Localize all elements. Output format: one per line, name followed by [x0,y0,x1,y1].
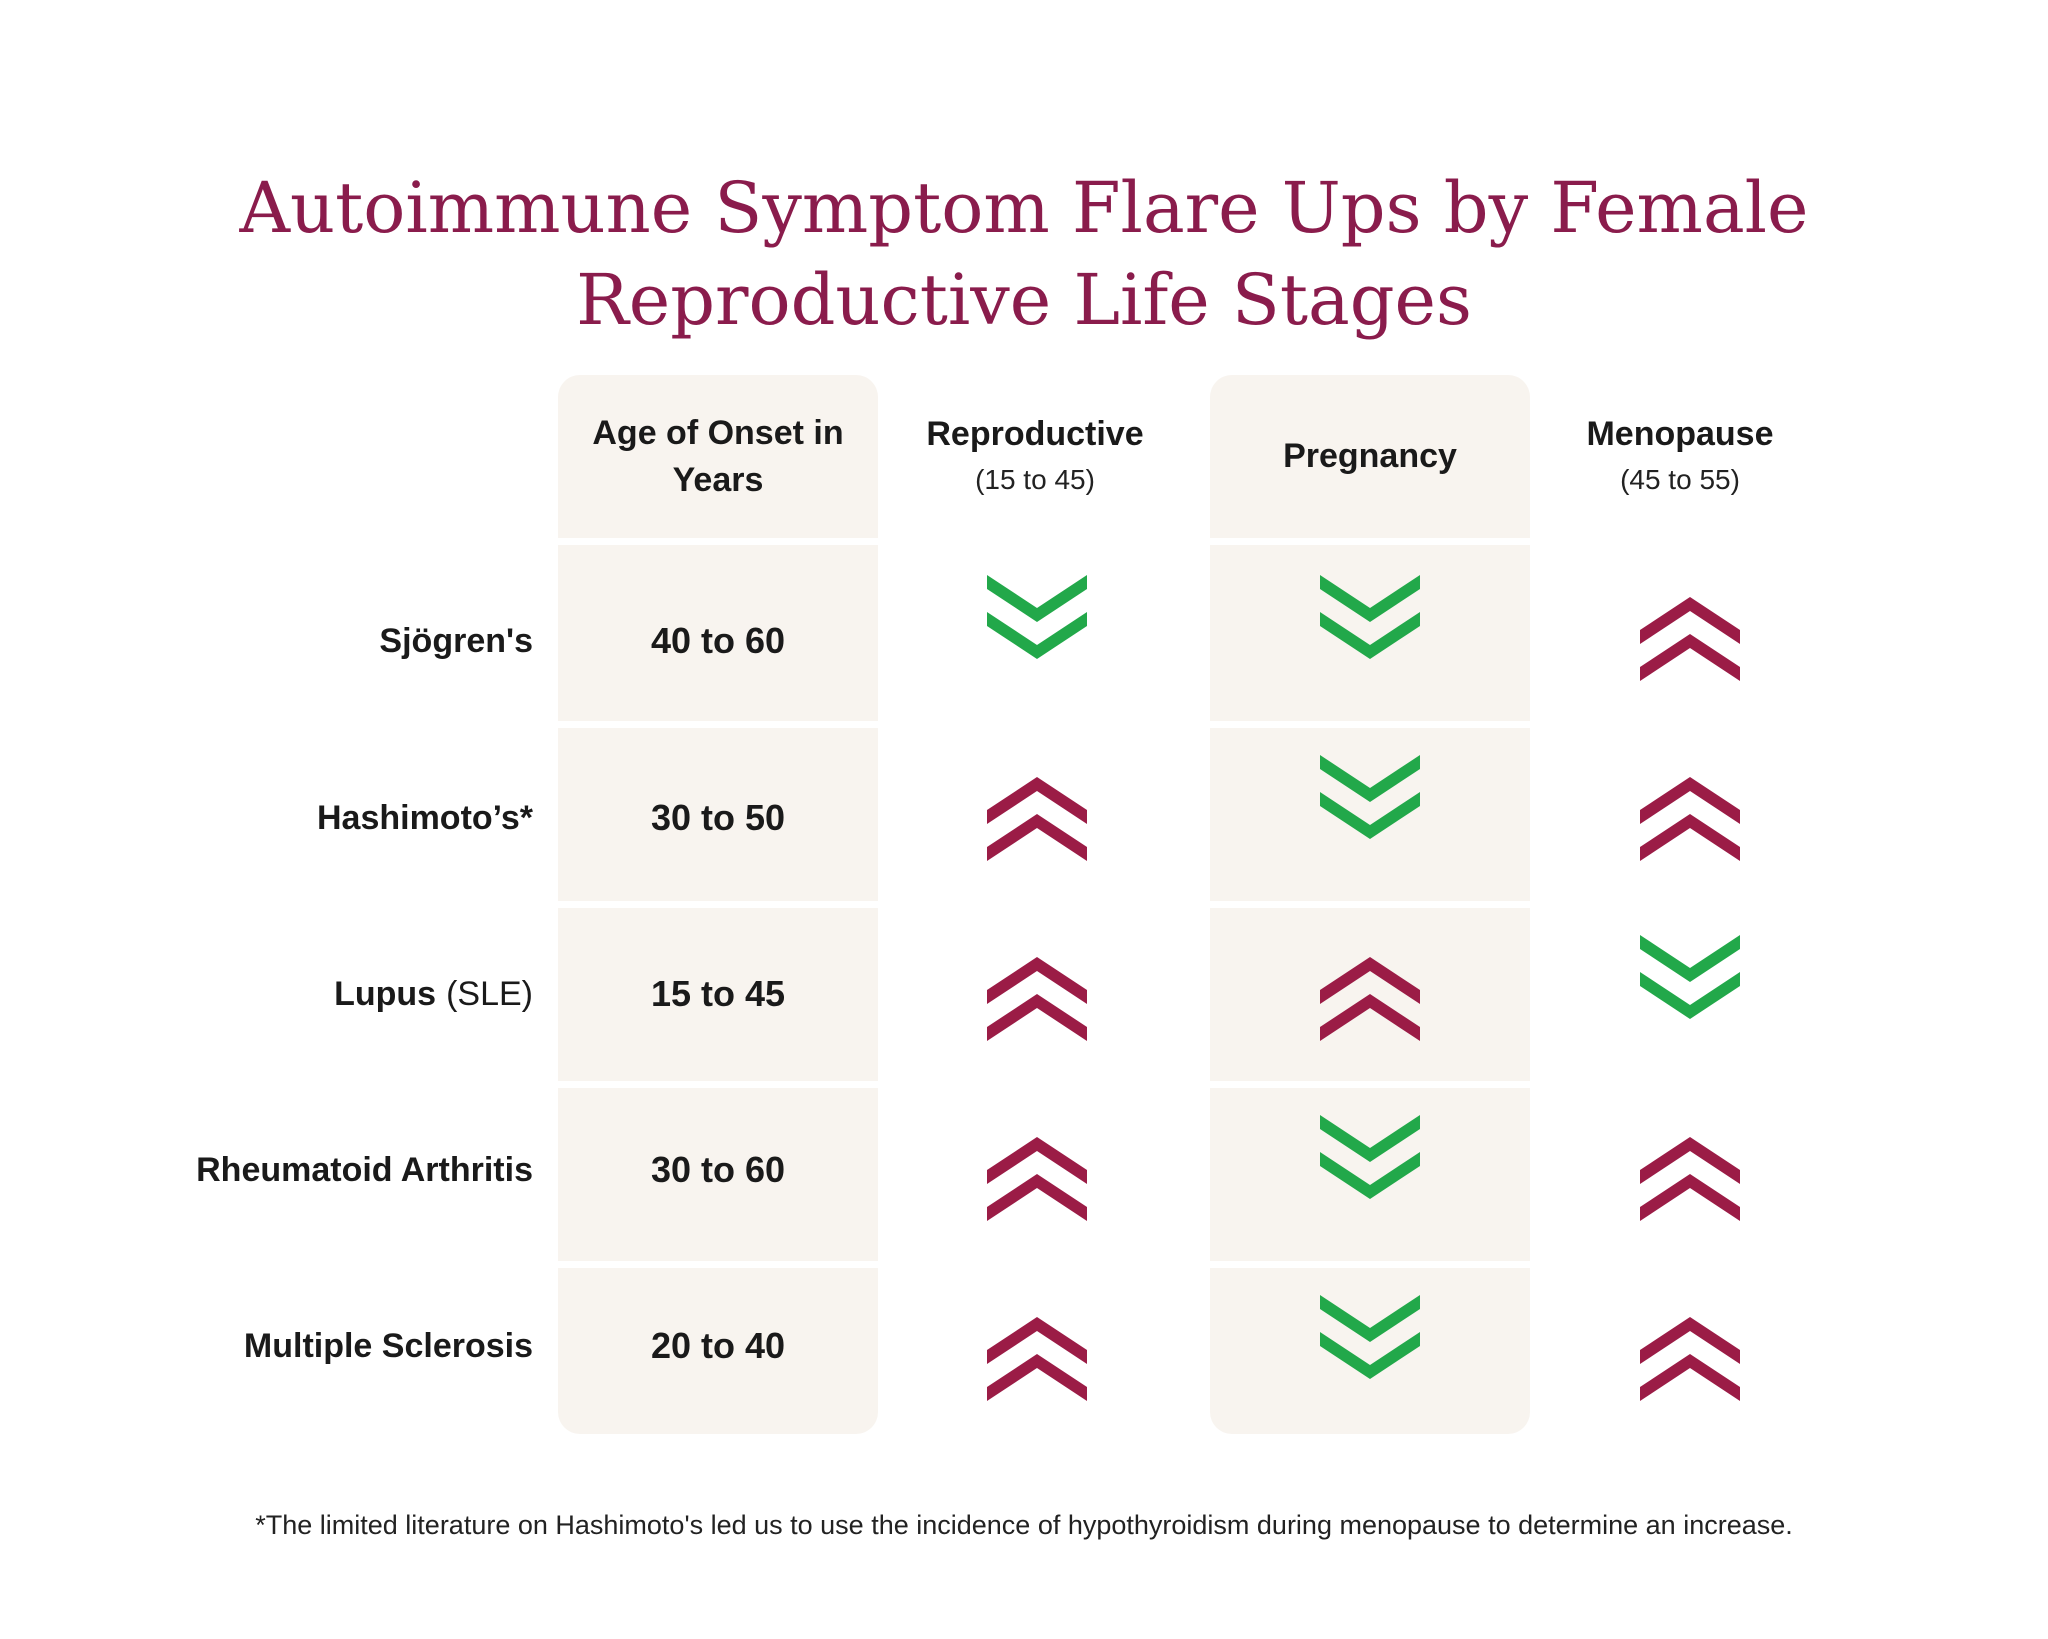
age-of-onset-value: 30 to 50 [650,797,786,838]
row-label-sjogrens: Sjögren's [100,553,533,729]
row-divider [1210,1261,1530,1268]
column-header-range: (45 to 55) [1620,464,1740,495]
row-divider [558,1081,878,1088]
double-chevron-up-icon [982,1122,1092,1222]
double-chevron-down-icon [982,574,1092,674]
row-divider [1210,1081,1530,1088]
double-chevron-down-icon [1315,1294,1425,1394]
row-label-rheumatoid-arthritis: Rheumatoid Arthritis [100,1082,533,1258]
column-header-age-of-onset: Age of Onset in Years [558,375,878,538]
title-line-1: Autoimmune Symptom Flare Ups by Female [239,166,1809,249]
row-divider [558,1261,878,1268]
condition-name: Sjögren's [379,621,533,660]
age-of-onset-value: 20 to 40 [650,1325,786,1366]
column-header-title: Reproductive [926,415,1144,453]
row-divider [1210,538,1530,545]
column-header-pregnancy: Pregnancy [1210,375,1530,538]
double-chevron-up-icon [1315,942,1425,1042]
condition-name: Multiple Sclerosis [243,1326,533,1365]
double-chevron-up-icon [1635,1302,1745,1402]
row-divider [1210,721,1530,728]
row-divider [1210,901,1530,908]
age-of-onset-value: 40 to 60 [650,620,786,661]
row-label-multiple-sclerosis: Multiple Sclerosis [100,1258,533,1434]
row-divider [558,721,878,728]
row-divider [558,901,878,908]
condition-abbreviation: (SLE) [446,974,533,1013]
column-header-range: (15 to 45) [975,464,1095,495]
double-chevron-down-icon [1635,934,1745,1034]
double-chevron-up-icon [982,1302,1092,1402]
double-chevron-up-icon [1635,762,1745,862]
double-chevron-up-icon [982,942,1092,1042]
condition-name: Lupus [334,974,437,1013]
double-chevron-down-icon [1315,1114,1425,1214]
double-chevron-up-icon [1635,582,1745,682]
double-chevron-up-icon [982,762,1092,862]
double-chevron-down-icon [1315,574,1425,674]
column-header-reproductive: Reproductive (15 to 45) [875,375,1195,538]
condition-name: Rheumatoid Arthritis [196,1150,533,1189]
double-chevron-up-icon [1635,1122,1745,1222]
column-header-title: Menopause [1586,415,1774,453]
column-header-title: Pregnancy [1283,437,1457,475]
row-label-lupus: Lupus (SLE) [100,906,533,1082]
row-label-hashimotos: Hashimoto’s* [100,730,533,906]
age-of-onset-value: 15 to 45 [650,973,786,1014]
column-header-title: Age of Onset in Years [592,413,844,499]
condition-name: Hashimoto’s* [316,798,533,837]
double-chevron-down-icon [1315,754,1425,854]
title-line-2: Reproductive Life Stages [576,258,1472,341]
row-divider [558,538,878,545]
column-header-menopause: Menopause (45 to 55) [1520,375,1840,538]
footnote: *The limited literature on Hashimoto's l… [255,1510,1793,1540]
page-title: Autoimmune Symptom Flare Ups by Female R… [0,162,2048,346]
age-of-onset-value: 30 to 60 [650,1149,786,1190]
